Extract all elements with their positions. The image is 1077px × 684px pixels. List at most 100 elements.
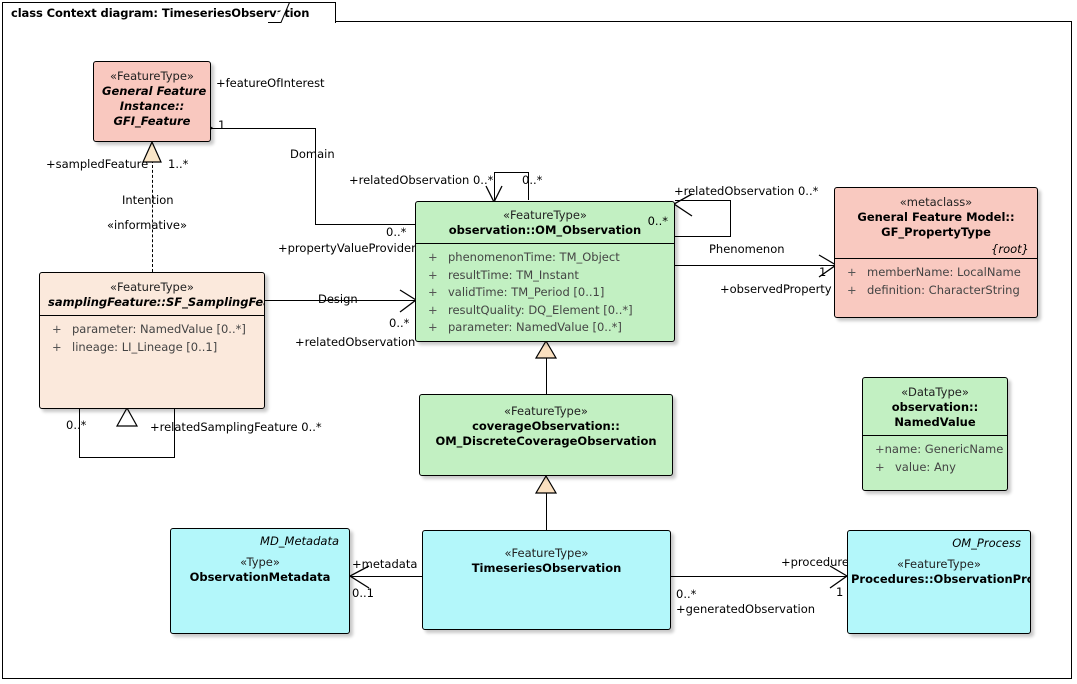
class-om-discretecoverageobservation[interactable]: «FeatureType» coverageObservation:: OM_D…: [419, 394, 673, 476]
line-relobs-r-upper: [675, 200, 731, 201]
label-procedure: +procedure: [781, 555, 849, 569]
attribute-row: + resultTime: TM_Instant: [422, 267, 668, 285]
class-gfi-feature-name-3: GFI_Feature: [113, 114, 191, 128]
class-timeseriesobservation-name: TimeseriesObservation: [471, 561, 622, 575]
class-namedvalue[interactable]: «DataType» observation:: NamedValue + na…: [862, 377, 1008, 491]
line-gen-dco-to-obs: [546, 356, 547, 396]
class-om-observation-stereotype: «FeatureType»: [503, 208, 587, 222]
class-observationmetadata-stereotype: «Type»: [240, 555, 280, 569]
line-relobs-top: [494, 172, 528, 173]
class-om-discretecoverageobservation-name-2: OM_DiscreteCoverageObservation: [435, 434, 657, 448]
class-om-observation-name: observation::OM_Observation: [448, 223, 642, 237]
class-gf-propertytype-stereotype: «metaclass»: [899, 195, 973, 209]
attribute-visibility: +: [428, 267, 438, 282]
class-observationprocess-stereotype: «FeatureType»: [897, 557, 981, 571]
class-om-observation-attributes: + phenomenonTime: TM_Object + resultTime…: [416, 244, 674, 341]
class-sf-samplingfeature[interactable]: «FeatureType» samplingFeature::SF_Sampli…: [39, 272, 265, 409]
attribute-row: + resultQuality: DQ_Element [0..*]: [422, 302, 668, 320]
attribute-row: + memberName: LocalName: [841, 264, 1031, 282]
line-rsf-right: [174, 409, 175, 458]
diagram-title: class Context diagram: TimeseriesObserva…: [11, 6, 310, 20]
line-relobs-r-lower: [675, 236, 731, 237]
line-relobs-right-down: [528, 172, 529, 200]
label-sampledfeature-multiplicity: 1..*: [168, 157, 189, 171]
class-om-discretecoverageobservation-name-1: coverageObservation::: [472, 419, 620, 433]
label-design: Design: [318, 292, 358, 306]
label-selfloop-top-multiplicity: 0..*: [522, 173, 543, 187]
label-propertyvalueprovider: +propertyValueProvider: [278, 241, 416, 255]
attribute-text: resultTime: TM_Instant: [448, 267, 579, 282]
attribute-visibility: +: [875, 442, 885, 456]
class-gf-propertytype[interactable]: «metaclass» General Feature Model:: GF_P…: [834, 187, 1038, 318]
attribute-text: validTime: TM_Period [0..1]: [448, 285, 605, 299]
attribute-text: parameter: NamedValue [0..*]: [72, 322, 246, 336]
label-sampledfeature: +sampledFeature: [46, 157, 149, 171]
class-om-observation-multiplicity: 0..*: [647, 214, 668, 228]
label-relatedsamplingfeature-multiplicity: 0..*: [66, 418, 87, 432]
class-gfi-feature-name-2: Instance::: [119, 99, 185, 113]
class-timeseriesobservation-stereotype: «FeatureType»: [504, 546, 589, 560]
attribute-visibility: +: [52, 339, 62, 354]
class-timeseriesobservation[interactable]: «FeatureType» TimeseriesObservation: [422, 530, 671, 630]
class-sf-samplingfeature-name: samplingFeature::SF_SamplingFeature: [48, 295, 264, 309]
attribute-text: value: Any: [895, 459, 956, 474]
attribute-row: + lineage: LI_Lineage [0..1]: [46, 339, 258, 357]
attribute-visibility: +: [847, 282, 857, 297]
attribute-row: + definition: CharacterString: [841, 282, 1031, 300]
class-observationprocess-name: Procedures::ObservationProcess: [851, 572, 1030, 586]
class-om-observation[interactable]: «FeatureType» observation::OM_Observatio…: [415, 201, 675, 342]
label-featureofinterest-multiplicity: 1: [218, 118, 226, 132]
class-sf-samplingfeature-stereotype: «FeatureType»: [110, 280, 194, 294]
attribute-visibility: +: [875, 459, 885, 474]
attribute-text: lineage: LI_Lineage [0..1]: [72, 339, 218, 354]
attribute-visibility: +: [428, 250, 438, 264]
line-relobs-r-top: [730, 200, 731, 236]
line-foi-horizontal: [211, 128, 316, 129]
class-gfi-feature[interactable]: «FeatureType» General Feature Instance::…: [93, 61, 211, 142]
attribute-text: memberName: LocalName: [867, 265, 1021, 279]
label-observedproperty: +observedProperty: [720, 282, 832, 296]
line-sampledfeature-dashed: [152, 160, 153, 272]
label-metadata-multiplicity: 0..1: [352, 586, 374, 600]
class-gf-propertytype-name-2: GF_PropertyType: [881, 225, 991, 239]
attribute-row: + parameter: NamedValue [0..*]: [46, 321, 258, 339]
attribute-visibility: +: [428, 302, 438, 317]
label-featureofinterest: +featureOfInterest: [216, 76, 325, 90]
attribute-text: parameter: NamedValue [0..*]: [448, 320, 622, 334]
attribute-visibility: +: [52, 322, 62, 336]
label-relatedobservation-design: +relatedObservation: [295, 335, 416, 349]
line-domain-down: [315, 128, 316, 224]
label-relatedobservation-top: +relatedObservation 0..*: [349, 173, 494, 187]
label-informative: «informative»: [107, 218, 188, 232]
label-relatedobservation-right: +relatedObservation 0..*: [674, 184, 819, 198]
attribute-row: + parameter: NamedValue [0..*]: [422, 319, 668, 337]
class-om-discretecoverageobservation-stereotype: «FeatureType»: [504, 404, 588, 418]
class-gf-propertytype-root-tag: {root}: [991, 242, 1029, 256]
line-gen-tso-to-dco: [546, 490, 547, 530]
label-relatedsamplingfeature: +relatedSamplingFeature 0..*: [150, 420, 322, 434]
diagram-tab-corner: [268, 2, 290, 23]
line-design: [265, 300, 415, 301]
label-intention: Intention: [122, 193, 174, 207]
label-procedure-multiplicity: 1: [836, 585, 844, 599]
class-namedvalue-stereotype: «DataType»: [901, 385, 969, 399]
line-procedure: [671, 576, 847, 577]
class-gfi-feature-name-1: General Feature: [102, 84, 207, 98]
label-domain: Domain: [290, 147, 335, 161]
attribute-text: name: GenericName: [884, 442, 1004, 456]
label-design-multiplicity: 0..*: [389, 316, 410, 330]
label-observedproperty-multiplicity: 1: [819, 265, 827, 279]
line-relobs-left-up: [494, 172, 495, 200]
attribute-row: + validTime: TM_Period [0..1]: [422, 284, 668, 302]
class-sf-samplingfeature-attributes: + parameter: NamedValue [0..*] + lineage…: [40, 316, 264, 362]
class-observationprocess[interactable]: OM_Process «FeatureType» Procedures::Obs…: [847, 530, 1031, 634]
line-rsf-bottom: [79, 457, 174, 458]
class-observationmetadata-name: ObservationMetadata: [189, 570, 331, 584]
line-rsf-left: [79, 409, 80, 457]
line-phenomenon: [675, 265, 835, 266]
class-observationmetadata[interactable]: MD_Metadata «Type» ObservationMetadata: [170, 528, 350, 634]
class-observationmetadata-typename: MD_Metadata: [260, 534, 339, 548]
attribute-row: + value: Any: [869, 459, 1001, 477]
attribute-text: definition: CharacterString: [867, 282, 1020, 297]
